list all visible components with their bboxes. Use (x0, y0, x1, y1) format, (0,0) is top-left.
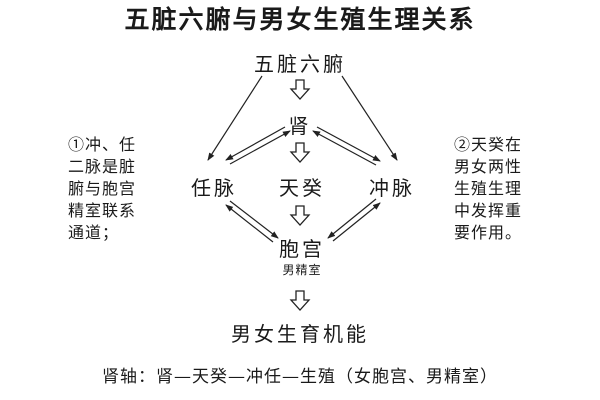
hollow-down-arrow (289, 142, 311, 163)
kidney-axis-footer: 肾轴：肾—天癸—冲任—生殖（女胞宫、男精室） (102, 367, 498, 387)
note-right-line: 生殖生理 (454, 179, 523, 198)
node-tiangui: 天癸 (279, 176, 325, 200)
note-left: ①冲、任 二脉是脏 腑与胞宫 精室联系 通道； (68, 134, 148, 244)
hollow-down-arrow (289, 290, 311, 311)
note-right-line: ②天癸在 (454, 135, 523, 154)
node-ren-vessel: 任脉 (191, 176, 237, 200)
note-right-line: 男女两性 (454, 157, 523, 176)
organs-to-chong-arrow (341, 75, 398, 161)
node-organs: 五脏六腑 (254, 52, 346, 76)
node-uterus: 胞宫 (279, 237, 325, 261)
note-left-line: 通道； (68, 223, 120, 242)
node-reproductive-function: 男女生育机能 (231, 322, 369, 346)
note-left-line: ①冲、任 (68, 135, 137, 154)
node-uterus-sub: 男精室 (282, 263, 322, 277)
note-right-line: 中发挥重 (454, 201, 523, 220)
node-kidney: 肾 (288, 114, 312, 138)
diagram-title: 五脏六腑与男女生殖生理关系 (124, 5, 476, 34)
note-right: ②天癸在 男女两性 生殖生理 中发挥重 要作用。 (454, 134, 534, 244)
note-left-line: 精室联系 (68, 201, 137, 220)
note-left-line: 腑与胞宫 (68, 179, 137, 198)
note-right-line: 要作用。 (454, 223, 523, 242)
hollow-down-arrow (289, 79, 311, 100)
node-chong-vessel: 冲脉 (369, 176, 415, 200)
organs-to-ren-arrow (207, 75, 263, 161)
hollow-down-arrow (289, 205, 311, 226)
note-left-line: 二脉是脏 (68, 157, 137, 176)
